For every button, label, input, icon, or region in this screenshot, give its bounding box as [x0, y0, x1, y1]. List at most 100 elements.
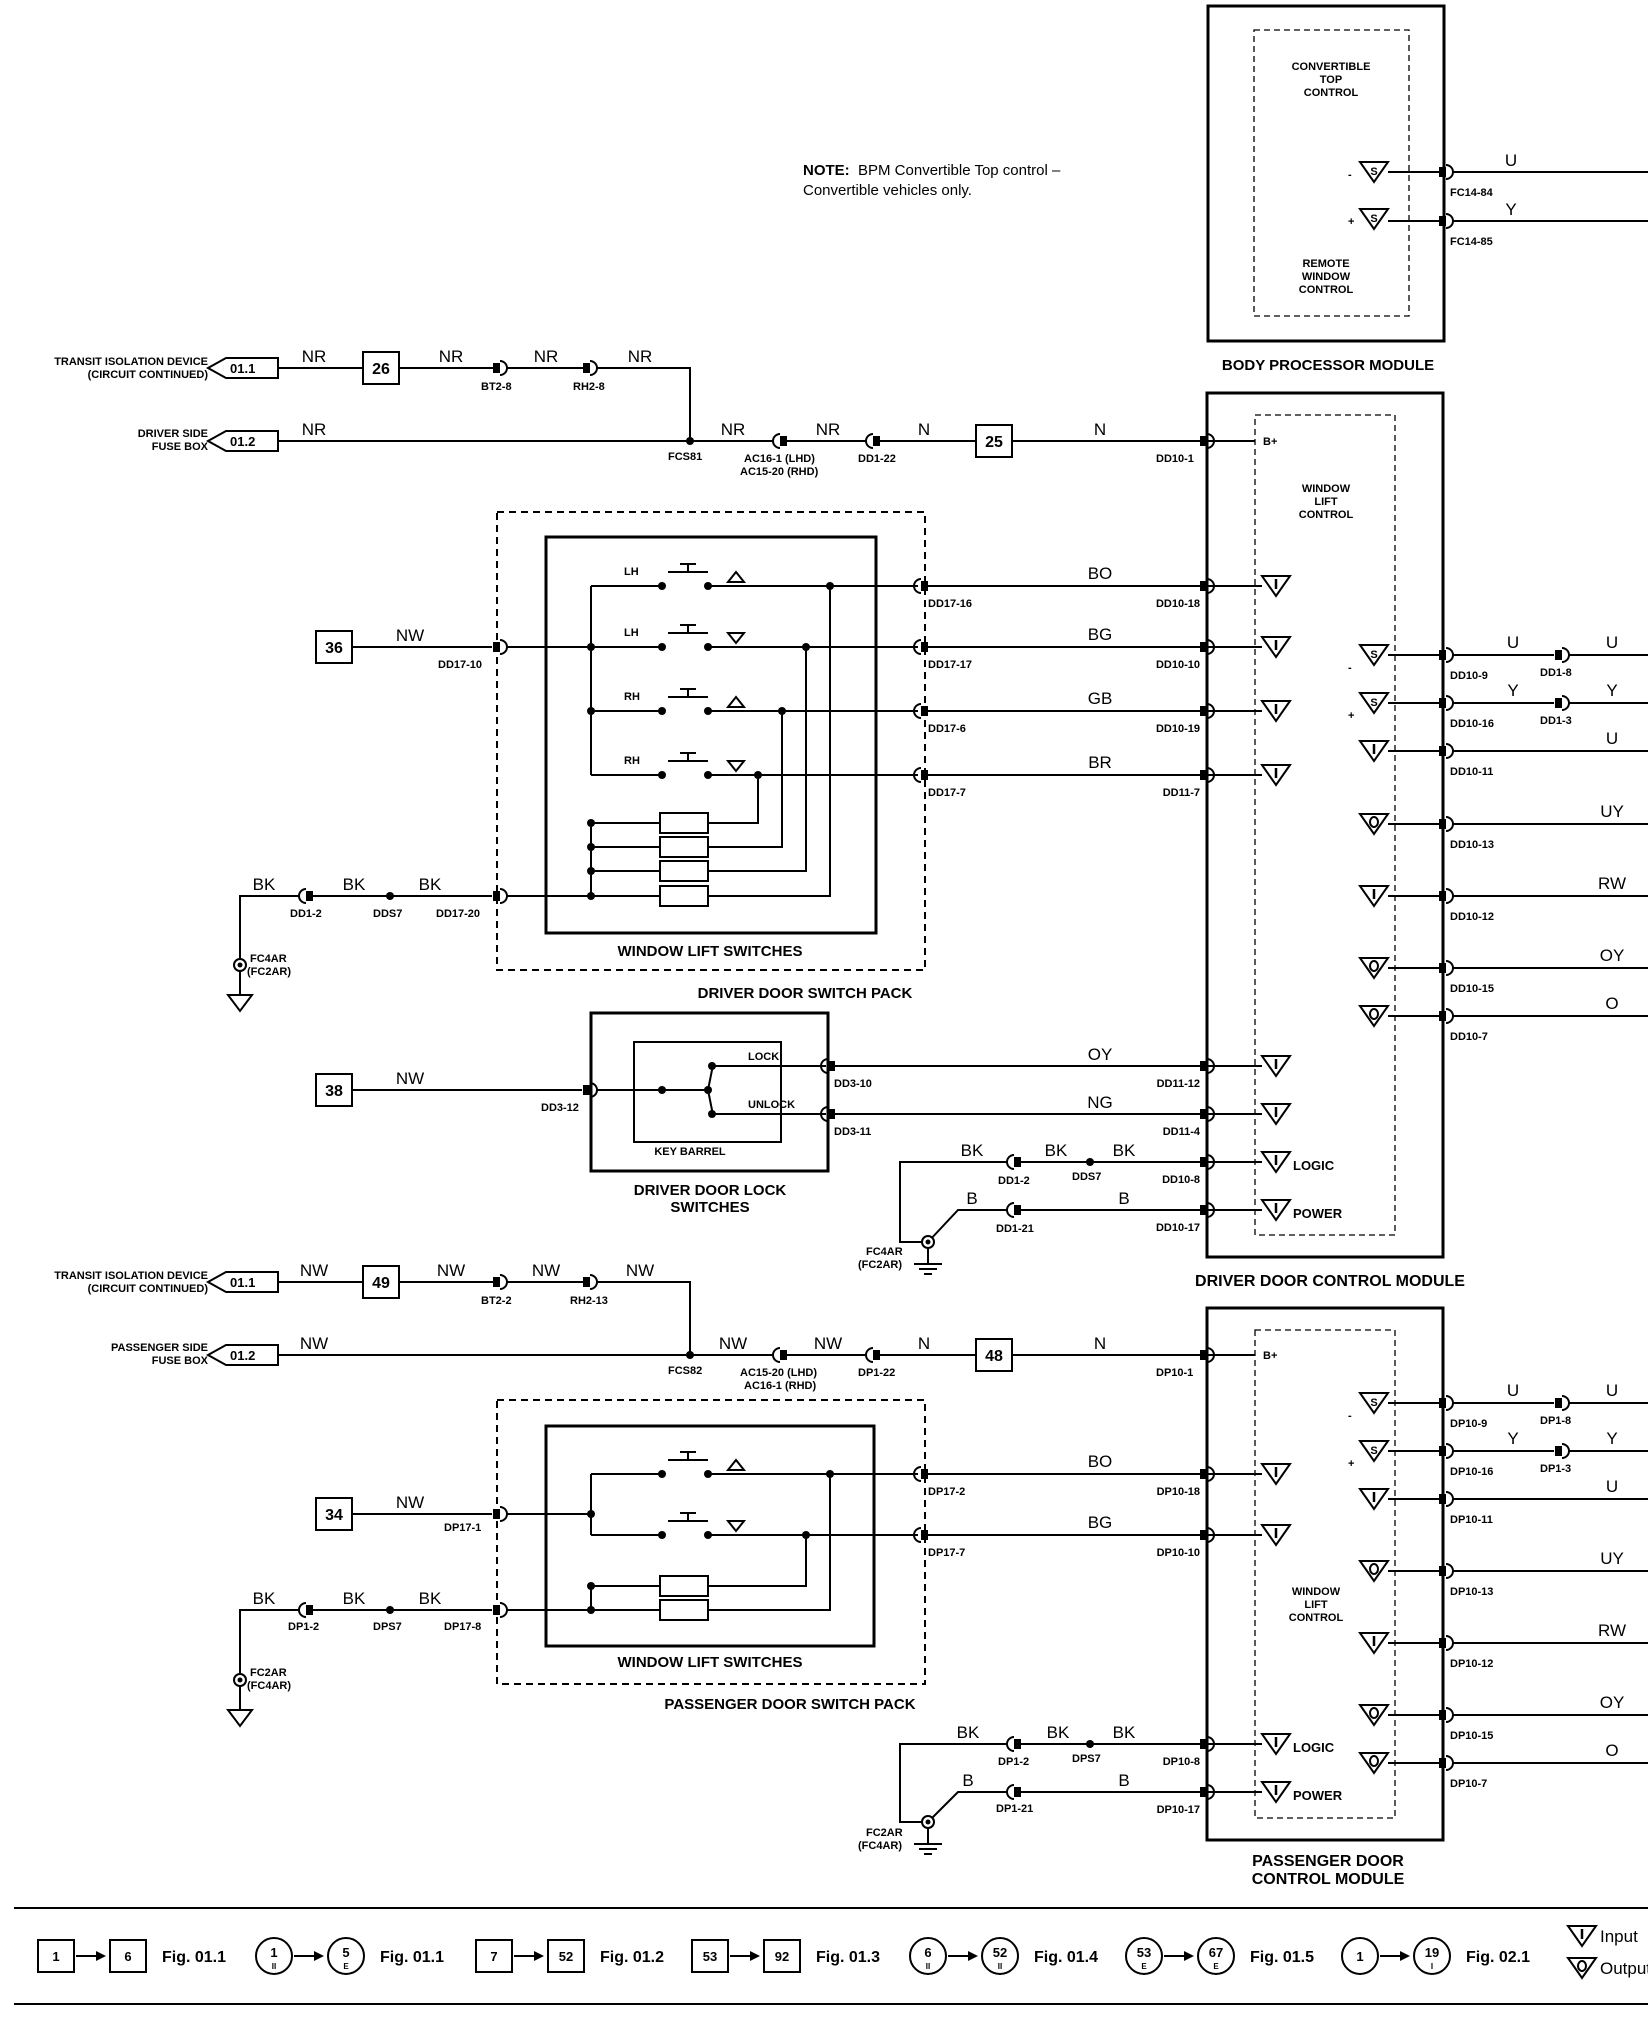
connector	[1554, 1395, 1570, 1411]
connector	[1438, 1491, 1454, 1507]
wire-bk: BK	[961, 1141, 984, 1160]
wire-b: B	[1118, 1771, 1129, 1790]
input-icon	[1260, 763, 1292, 787]
psfb-label-2: FUSE BOX	[152, 1355, 209, 1367]
module-io-icon	[1359, 692, 1389, 714]
box-34-label: 34	[325, 1507, 343, 1524]
connector	[1438, 647, 1454, 663]
splice-dot	[587, 1510, 595, 1518]
connector	[1554, 1443, 1570, 1459]
legend-num: 1	[1356, 1949, 1363, 1964]
legend-fig: Fig. 01.2	[600, 1949, 664, 1966]
pin-dp17-1: DP17-1	[444, 1522, 481, 1534]
pcm-right-pin: DP10-16	[1450, 1466, 1493, 1478]
wire-nw: NW	[437, 1261, 465, 1280]
legend-fig: Fig. 01.5	[1250, 1949, 1314, 1966]
ground-fc4ar: FC4AR	[250, 953, 287, 965]
dcm-right-wire: U	[1606, 633, 1618, 652]
arrow-down-icon	[725, 632, 747, 645]
wire-nr: NR	[302, 347, 327, 366]
tid-label-1: TRANSIT ISOLATION DEVICE	[54, 356, 208, 368]
pin-rh2-8: RH2-8	[573, 381, 605, 393]
pin-dp1-2: DP1-2	[998, 1756, 1029, 1768]
wire-bk: BK	[1045, 1141, 1068, 1160]
led-element	[659, 860, 709, 882]
wire-b: B	[962, 1771, 973, 1790]
box-49-label: 49	[372, 1275, 390, 1292]
ground-fc2ar: (FC2AR)	[247, 966, 291, 978]
ref-01-2: 01.2	[230, 434, 255, 449]
led-element	[659, 1575, 709, 1597]
input-icon	[1260, 1780, 1292, 1804]
splice-dot	[386, 1606, 394, 1614]
passenger-door-control-module: B+ WINDOW LIFT CONTROL DP10-18DP10-10DP1…	[1157, 1306, 1648, 1888]
ground-fc4ar: (FC4AR)	[858, 1840, 902, 1852]
switch-contact	[658, 643, 666, 651]
input-icon	[1260, 1054, 1292, 1078]
module-io-icon	[1358, 1631, 1390, 1655]
pcm-right-wire: Y	[1606, 1429, 1617, 1448]
dsp-wire: BR	[1088, 753, 1112, 772]
legend-sub: I	[1431, 1962, 1433, 1971]
wire-n: N	[918, 420, 930, 439]
legend-circle	[981, 1937, 1019, 1975]
connector	[1006, 1154, 1022, 1170]
connector	[492, 1506, 508, 1522]
pcm-right-pin: DP10-11	[1450, 1514, 1493, 1526]
dsp-switches-label: WINDOW LIFT SWITCHES	[618, 943, 803, 960]
arrow-icon	[96, 1951, 106, 1961]
legend-sub: E	[343, 1962, 349, 1971]
led-element	[659, 1599, 709, 1621]
wire-nw: NW	[719, 1334, 747, 1353]
dcm-left-pin: DD10-18	[1156, 598, 1200, 610]
legend-box	[763, 1939, 801, 1973]
svg-text:+: +	[1348, 216, 1354, 228]
ground-fc2ar: FC2AR	[866, 1827, 903, 1839]
psfb-label-1: PASSENGER SIDE	[111, 1342, 208, 1354]
bpm-wire-y: Y	[1505, 200, 1516, 219]
wire-bk: BK	[343, 875, 366, 894]
dsp-wire: GB	[1088, 689, 1113, 708]
pcm-dp1-pin: DP1-3	[1540, 1463, 1571, 1475]
pcm-inner-wire: Y	[1507, 1429, 1518, 1448]
connector	[1438, 743, 1454, 759]
dcm-right-wire: OY	[1600, 946, 1625, 965]
dcm-left-pin: DD10-10	[1156, 659, 1200, 671]
module-io-icon	[1359, 1440, 1389, 1462]
input-icon	[1260, 635, 1292, 659]
pin-dd1-2: DD1-2	[290, 908, 322, 920]
splice-dot	[587, 843, 595, 851]
input-icon	[1260, 574, 1292, 598]
ground-eye-icon	[233, 1673, 247, 1687]
legend-circle	[1341, 1937, 1379, 1975]
legend-input: Input	[1600, 1927, 1638, 1946]
splice-dot	[686, 437, 694, 445]
connector	[1438, 1755, 1454, 1771]
pcm-right-wire: RW	[1598, 1621, 1626, 1640]
minus-sign: -	[1348, 1410, 1352, 1422]
legend-fig: Fig. 01.1	[162, 1949, 226, 1966]
legend-output: Output	[1600, 1959, 1648, 1978]
wire-nr: NR	[721, 420, 746, 439]
wire-bk: BK	[253, 875, 276, 894]
splice-dot	[386, 892, 394, 900]
wire-nw: NW	[396, 626, 424, 645]
dcm-right-pin: DD10-16	[1450, 718, 1494, 730]
dcm-right-wire: O	[1605, 994, 1618, 1013]
wire-bk: BK	[419, 875, 442, 894]
note-text-2: Convertible vehicles only.	[803, 182, 972, 199]
ref-01-1: 01.1	[230, 361, 255, 376]
module-io-icon	[1359, 1560, 1389, 1582]
wire-n: N	[1094, 420, 1106, 439]
pcm-bplus: B+	[1263, 1350, 1277, 1362]
wire-nw: NW	[814, 1334, 842, 1353]
dcm-right-wire: Y	[1606, 681, 1617, 700]
legend-num: 92	[775, 1949, 789, 1964]
connector	[492, 1602, 508, 1618]
dcm-inner-wire: Y	[1507, 681, 1518, 700]
connector	[1554, 647, 1570, 663]
connector	[1438, 960, 1454, 976]
legend-num: 6	[124, 1949, 131, 1964]
driver-door-control-module: B+ WINDOW LIFT CONTROL DD10-18DD10-10DD1…	[1156, 391, 1648, 1290]
